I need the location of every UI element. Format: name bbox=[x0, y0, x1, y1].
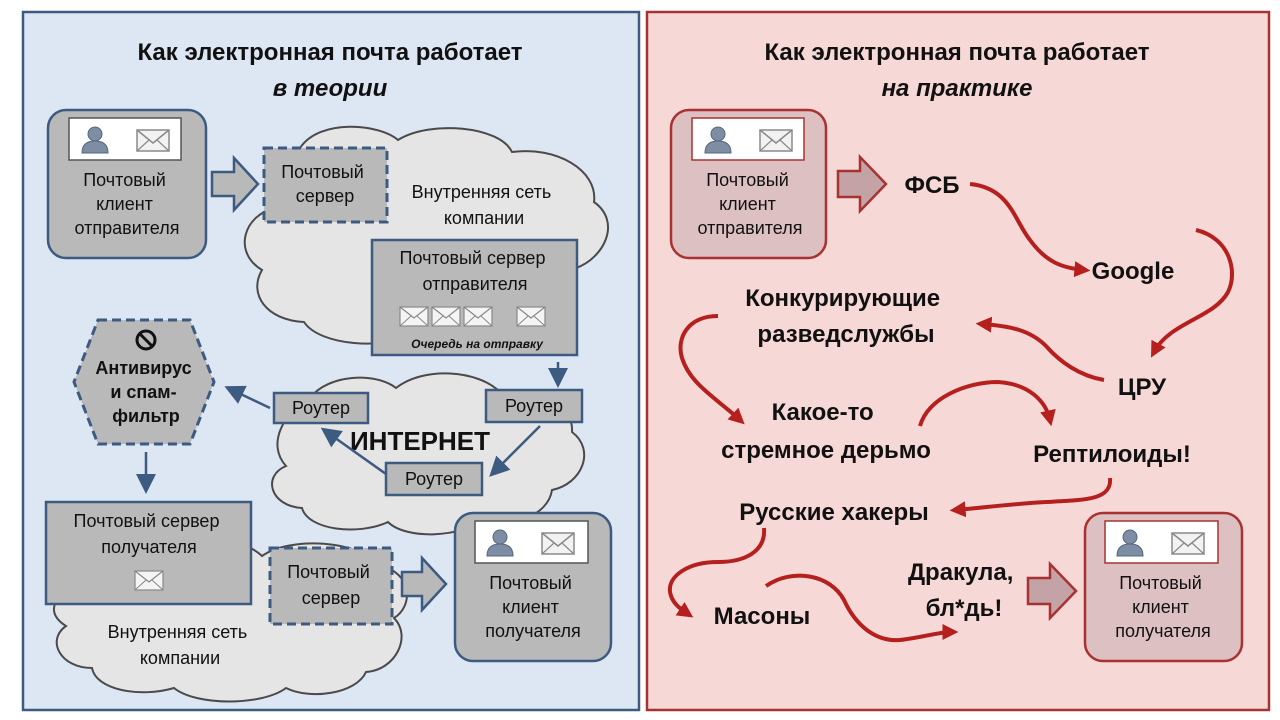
envelope-icon bbox=[399, 306, 429, 327]
arrow-router3-to-router1 bbox=[320, 427, 387, 476]
envelope-icon bbox=[1171, 532, 1205, 555]
router-label: Роутер bbox=[292, 398, 350, 418]
block-arrow-1 bbox=[210, 154, 260, 214]
recipient-local-server-label: Почтовый сервер bbox=[287, 562, 375, 608]
arrow-google-to-cia bbox=[1150, 228, 1234, 358]
recipient-client: Почтовый клиент получателя bbox=[453, 511, 613, 663]
dracula-label: Дракула, бл*дь! bbox=[908, 559, 1020, 622]
right-sender-client-label: Почтовый клиент отправителя bbox=[698, 170, 803, 238]
google-label: Google bbox=[1092, 258, 1175, 285]
arrow-router1-to-antivirus bbox=[224, 385, 271, 410]
sender-local-server: Почтовый сервер bbox=[262, 146, 389, 224]
arrow-hackers-to-masons bbox=[667, 527, 767, 618]
right-block-arrow-1 bbox=[836, 153, 888, 215]
sender-server: Почтовый сервер отправителя Очередь на о… bbox=[370, 238, 579, 357]
internet-label: ИНТЕРНЕТ bbox=[350, 426, 490, 456]
router-label: Роутер bbox=[405, 469, 463, 489]
masons-label: Масоны bbox=[714, 603, 811, 630]
cia-label: ЦРУ bbox=[1118, 374, 1167, 401]
sender-local-server-label: Почтовый сервер bbox=[281, 162, 369, 206]
left-subtitle: в теории bbox=[273, 75, 388, 102]
reptilians-label: Рептилоиды! bbox=[1033, 441, 1191, 468]
right-recipient-client: Почтовый клиент получателя bbox=[1083, 511, 1244, 663]
router-2: Роутер bbox=[484, 388, 584, 424]
arrow-masons-to-dracula bbox=[764, 573, 959, 643]
right-block-arrow-2 bbox=[1026, 560, 1078, 622]
rival-intel-label: Конкурирующие разведслужбы bbox=[745, 285, 946, 348]
right-sender-client: Почтовый клиент отправителя bbox=[669, 108, 828, 260]
envelope-icon bbox=[136, 129, 170, 152]
block-arrow-2 bbox=[400, 554, 448, 614]
arrow-rival-intel-to-shady bbox=[678, 314, 745, 425]
recipient-server-label: Почтовый сервер получателя bbox=[74, 511, 225, 557]
recipient-local-server: Почтовый сервер bbox=[268, 546, 394, 626]
russian-hackers-label: Русские хакеры bbox=[739, 499, 928, 526]
arrow-cia-to-rival-intel bbox=[975, 316, 1105, 382]
arrow-reptilians-to-hackers bbox=[949, 477, 1113, 518]
envelope-icon bbox=[759, 129, 793, 152]
arrow-fsb-to-google bbox=[969, 182, 1091, 278]
sender-client: Почтовый клиент отправителя bbox=[46, 108, 208, 260]
no-entry-icon bbox=[135, 329, 157, 351]
sender-client-label: Почтовый клиент отправителя bbox=[75, 170, 180, 238]
antivirus-label: Антивирус и спам- фильтр bbox=[95, 358, 196, 426]
antivirus-filter: Антивирус и спам- фильтр bbox=[72, 318, 216, 446]
envelope-icon bbox=[463, 306, 493, 327]
envelope-icon bbox=[541, 532, 575, 555]
queue-label: Очередь на отправку bbox=[411, 337, 544, 351]
left-title: Как электронная почта работает bbox=[137, 39, 522, 66]
router-3: Роутер bbox=[384, 461, 484, 497]
envelope-icon bbox=[516, 306, 546, 327]
shady-label: Какое-то стремное дерьмо bbox=[721, 399, 931, 464]
recipient-network-label: Внутренняя сеть компании bbox=[108, 622, 253, 668]
fsb-label: ФСБ bbox=[904, 172, 959, 199]
arrow-shady-to-reptilians bbox=[918, 379, 1056, 427]
router-1: Роутер bbox=[272, 391, 370, 425]
envelope-icon bbox=[431, 306, 461, 327]
right-title: Как электронная почта работает bbox=[764, 39, 1149, 66]
right-subtitle: на практике bbox=[882, 75, 1033, 102]
sender-network-label: Внутренняя сеть компании bbox=[412, 182, 557, 228]
sender-server-label: Почтовый сервер отправителя bbox=[400, 248, 551, 294]
recipient-server: Почтовый сервер получателя bbox=[44, 500, 253, 606]
recipient-client-label: Почтовый клиент получателя bbox=[485, 573, 581, 641]
router-label: Роутер bbox=[505, 396, 563, 416]
right-recipient-client-label: Почтовый клиент получателя bbox=[1115, 573, 1211, 641]
arrow-router2-to-router3 bbox=[489, 425, 541, 477]
envelope-icon bbox=[134, 570, 164, 591]
